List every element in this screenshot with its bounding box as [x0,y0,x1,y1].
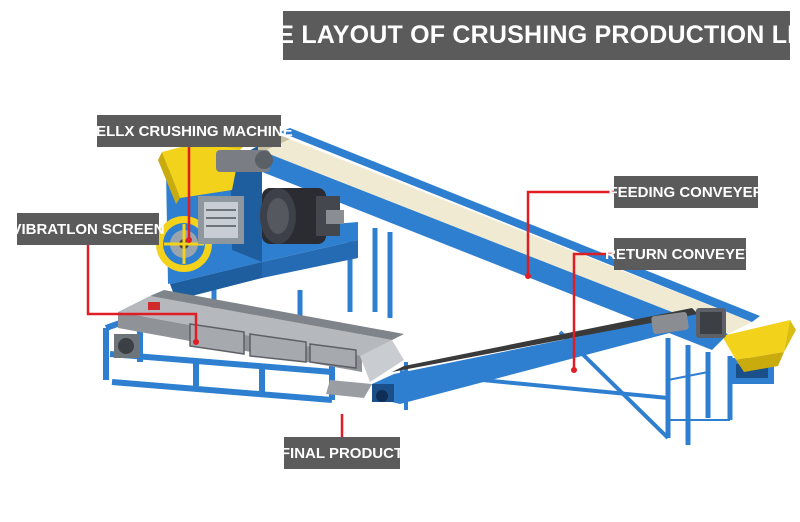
feed-hopper [651,308,796,384]
label-final-product: FINAL PRODUCT [281,437,403,469]
label-feeding-conveyer: FEEDING CONVEYER [608,176,764,208]
label-return-conveyer: RETURN CONVEYEY [605,238,755,270]
feeding-conveyer [232,128,760,445]
crushing-machine [156,128,358,316]
return-conveyer [372,308,700,440]
leader-lines [86,147,614,437]
label-crushing-machine: HELLX CRUSHING MACHINE [85,115,293,147]
page-title: THE LAYOUT OF CRUSHING PRODUCTION LINE [244,11,800,60]
vibration-screen [103,290,404,403]
label-vibration-screen: VIBRATLON SCREEN [11,213,165,245]
